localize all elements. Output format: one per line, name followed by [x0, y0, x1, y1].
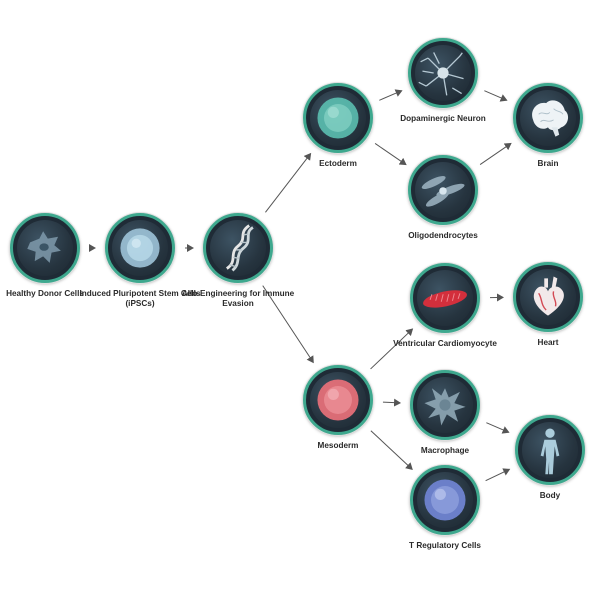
brain-label: Brain	[537, 159, 559, 168]
arrow-mesoderm-to-cardio	[370, 328, 414, 370]
oligodendrocyte-icon	[421, 176, 465, 207]
ipsc-label: Induced Pluripotent Stem Cells (iPSCs)	[79, 289, 201, 308]
oligodendrocytes-node	[408, 155, 478, 225]
donor-cell-icon	[27, 231, 61, 263]
heart-label: Heart	[537, 338, 559, 347]
arrow-allo-to-ectoderm	[265, 152, 312, 213]
brain-node	[513, 83, 583, 153]
heart-icon	[533, 276, 564, 316]
macrophage-node	[410, 370, 480, 440]
macrophage-label: Macrophage	[420, 446, 470, 455]
body-node	[515, 415, 585, 485]
ventricular-cardiomyocyte-node	[410, 263, 480, 333]
neuron-icon	[418, 48, 466, 96]
ventricular-cardiomyocyte-label: Ventricular Cardiomyocyte	[393, 339, 497, 348]
ectoderm-label: Ectoderm	[319, 159, 357, 168]
t-regulatory-cells-label: T Regulatory Cells	[409, 541, 481, 550]
macrophage-icon	[424, 388, 466, 426]
healthy-donor-cells-node	[10, 213, 80, 283]
mesoderm-node	[303, 365, 373, 435]
arrow-mesoderm-to-treg	[370, 430, 413, 470]
ipsc-node	[105, 213, 175, 283]
arrow-allo-to-mesoderm	[262, 285, 314, 364]
cardiomyocyte-icon	[423, 290, 467, 308]
body-label: Body	[539, 491, 561, 500]
mesoderm-label: Mesoderm	[317, 441, 359, 450]
allo-engineering-label: Allo-Engineering for Immune Evasion	[181, 289, 295, 308]
arrow-ectoderm-to-dopamine	[379, 89, 403, 101]
mesoderm-cell-icon	[317, 379, 359, 421]
heart-node	[513, 262, 583, 332]
allo-engineering-node	[203, 213, 273, 283]
ectoderm-cell-icon	[317, 97, 359, 139]
t-regulatory-cells-node	[410, 465, 480, 535]
arrow-oligo-to-brain	[479, 142, 512, 165]
healthy-donor-cells-label: Healthy Donor Cells	[6, 289, 84, 298]
arrow-treg-to-body	[485, 468, 511, 482]
dopaminergic-neuron-label: Dopaminergic Neuron	[400, 114, 486, 123]
oligodendrocytes-label: Oligodendrocytes	[408, 231, 478, 240]
dna-icon	[225, 224, 254, 272]
ectoderm-node	[303, 83, 373, 153]
t-cell-icon	[424, 479, 466, 521]
body-icon	[540, 428, 560, 475]
arrow-macro-to-body	[486, 422, 510, 434]
arrow-dopamine-to-brain	[484, 90, 508, 102]
stem-cell-icon	[120, 228, 160, 268]
arrow-mesoderm-to-macro	[382, 398, 402, 407]
brain-icon	[532, 100, 569, 137]
arrow-ectoderm-to-oligo	[374, 143, 407, 166]
dopaminergic-neuron-node	[408, 38, 478, 108]
